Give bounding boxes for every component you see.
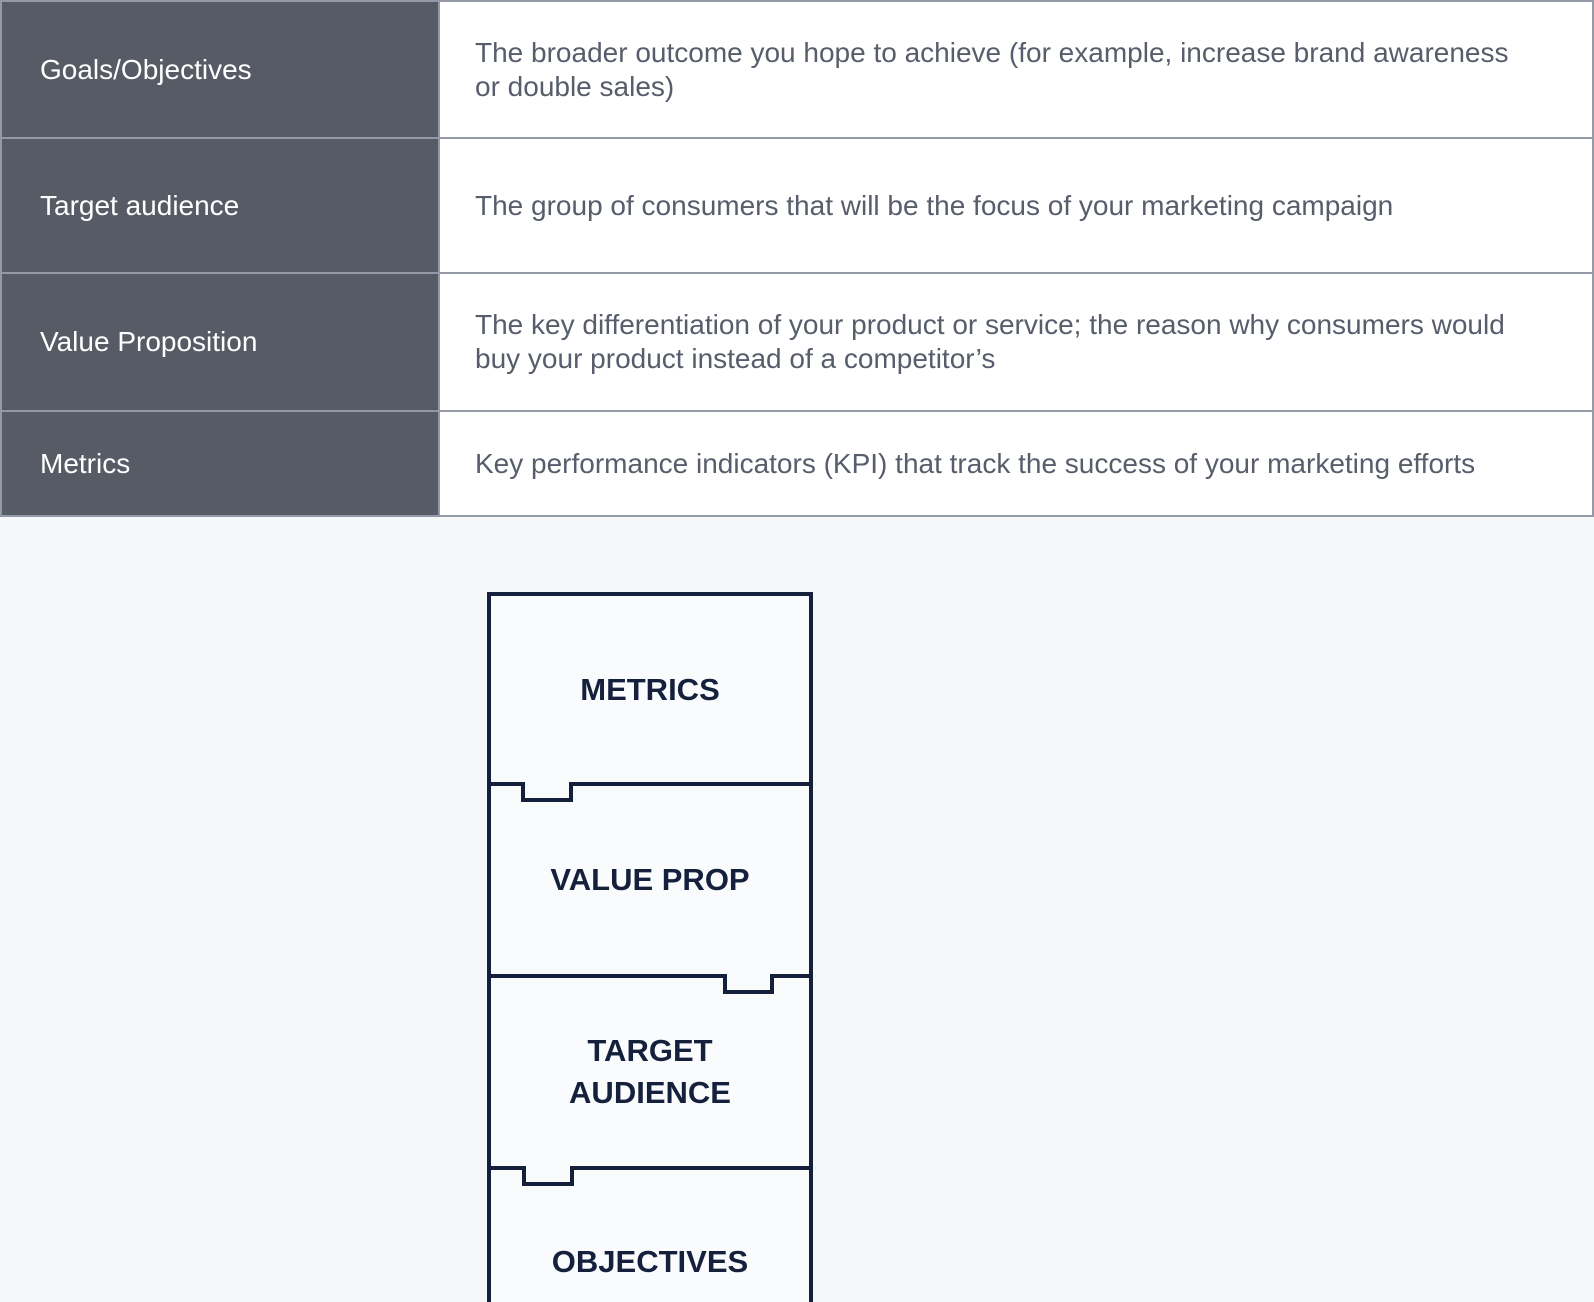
marketing-terms-table: Goals/Objectives The broader outcome you… [0,0,1594,517]
marketing-stack-diagram: METRICS VALUE PROP TARGET AUDIENCE OBJEC… [487,592,813,1302]
row-label-metrics: Metrics [0,410,440,517]
diagram-box-target-audience: TARGET AUDIENCE [487,976,813,1168]
diagram-box-target-audience-label: TARGET AUDIENCE [569,1033,731,1110]
divider-notch-2 [489,974,811,994]
table-row: Metrics Key performance indicators (KPI)… [0,410,1594,517]
diagram-box-objectives-label: OBJECTIVES [551,1244,749,1280]
stack-outline-graphic [487,592,813,1302]
diagram-box-metrics-label: METRICS [580,672,720,708]
row-label-goals-objectives: Goals/Objectives [0,0,440,139]
divider-notch-3 [489,1166,811,1186]
diagram-box-metrics: METRICS [487,596,813,784]
row-description-metrics: Key performance indicators (KPI) that tr… [438,410,1594,517]
row-description-goals-objectives: The broader outcome you hope to achieve … [438,0,1594,139]
table-row: Value Proposition The key differentiatio… [0,272,1594,412]
table-row: Goals/Objectives The broader outcome you… [0,0,1594,139]
diagram-box-value-prop-label: VALUE PROP [550,862,750,898]
row-description-target-audience: The group of consumers that will be the … [438,137,1594,274]
table-row: Target audience The group of consumers t… [0,137,1594,274]
diagram-area: METRICS VALUE PROP TARGET AUDIENCE OBJEC… [0,517,1594,1302]
diagram-box-value-prop: VALUE PROP [487,784,813,976]
diagram-box-objectives: OBJECTIVES [487,1168,813,1302]
row-label-value-proposition: Value Proposition [0,272,440,412]
divider-notch-1 [489,782,811,802]
row-label-target-audience: Target audience [0,137,440,274]
row-description-value-proposition: The key differentiation of your product … [438,272,1594,412]
